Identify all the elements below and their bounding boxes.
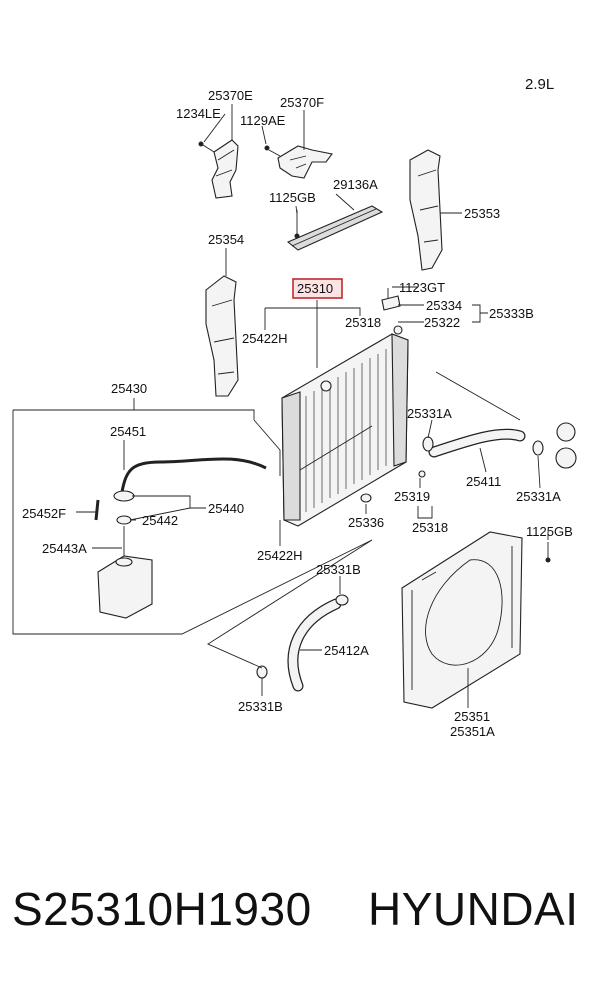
callout-25336: 25336	[348, 515, 384, 530]
callout-25331A-right: 25331A	[516, 489, 561, 504]
bracket-25370F	[277, 145, 333, 179]
callout-25331A-left: 25331A	[407, 406, 452, 421]
callout-25440: 25440	[208, 501, 244, 516]
reservoir-tank	[97, 555, 153, 619]
brand-name: HYUNDAI	[368, 883, 579, 935]
hose-25452F	[94, 499, 100, 521]
callout-25442: 25442	[142, 513, 178, 528]
callout-25353: 25353	[464, 206, 500, 221]
bolt-1125GB-right	[545, 542, 551, 563]
callout-1125GB-right: 1125GB	[526, 524, 573, 539]
overflow-hose-25451	[120, 457, 267, 493]
reservoir-group-box	[12, 409, 373, 635]
fitting-25336	[360, 493, 372, 503]
callout-25422H-top: 25422H	[242, 331, 288, 346]
bracket-25370E	[211, 139, 239, 199]
part-number: S25310H1930	[12, 883, 312, 935]
air-guard-25353	[409, 149, 443, 271]
callout-25333B: 25333B	[489, 306, 534, 321]
callout-25452F: 25452F	[22, 506, 66, 521]
upper-hose-25411	[428, 428, 526, 458]
callout-25412A: 25412A	[324, 643, 369, 658]
callout-1129AE: 1129AE	[240, 113, 286, 128]
engine-label: 2.9L	[525, 76, 554, 93]
lower-hose-25412A	[287, 598, 342, 692]
radiator-core-fins	[305, 349, 387, 512]
air-guard-25354	[205, 275, 239, 397]
highlight-box	[292, 278, 343, 299]
callout-25354: 25354	[208, 232, 244, 247]
bolt-1234LE	[198, 141, 215, 153]
bolt-1129AE	[264, 145, 281, 157]
callout-25331B-top: 25331B	[316, 562, 361, 577]
callout-25411: 25411	[466, 474, 501, 489]
leader-lines	[76, 104, 549, 708]
callout-25351: 25351	[454, 709, 490, 724]
callout-25319: 25319	[394, 489, 430, 504]
callout-29136A: 29136A	[333, 177, 378, 192]
callout-1234LE: 1234LE	[176, 106, 221, 121]
callout-25310: 25310	[297, 281, 333, 296]
fan-shroud-25351	[401, 531, 523, 709]
hose-clamp-25331B-top	[335, 594, 349, 606]
callout-25318-top: 25318	[345, 315, 381, 330]
part-caption: S25310H1930 HYUNDAI	[0, 878, 600, 948]
callout-25334: 25334	[426, 298, 462, 313]
radiator-cap	[555, 422, 577, 469]
callout-25370F: 25370F	[280, 95, 324, 110]
bracket-25334	[381, 288, 401, 311]
callout-25422H-bottom: 25422H	[257, 548, 303, 563]
callout-25318-bottom: 25318	[412, 520, 448, 535]
upper-seal-29136A	[286, 205, 384, 251]
reservoir-seal-25442	[116, 515, 132, 525]
hose-clamp-25331A-right	[532, 440, 544, 456]
callout-25443A: 25443A	[42, 541, 87, 556]
callout-25351A: 25351A	[450, 724, 495, 739]
callout-25451: 25451	[110, 424, 146, 439]
callout-1123GT: 1123GT	[399, 280, 445, 295]
radiator-25310	[281, 325, 409, 527]
drain-plug-25318	[418, 470, 426, 478]
hose-clamp-25331A-left	[422, 436, 434, 452]
callout-labels: 25370E 1234LE 1129AE 25370F 29136A 1125G…	[22, 88, 573, 739]
callout-1125GB-top: 1125GB	[269, 190, 316, 205]
callout-25331B-bottom: 25331B	[238, 699, 283, 714]
callout-25370E: 25370E	[208, 88, 253, 103]
callout-25430: 25430	[111, 381, 147, 396]
callout-25322: 25322	[424, 315, 460, 330]
bolt-1125GB-top	[294, 210, 300, 239]
reservoir-cap-25440	[113, 490, 135, 502]
